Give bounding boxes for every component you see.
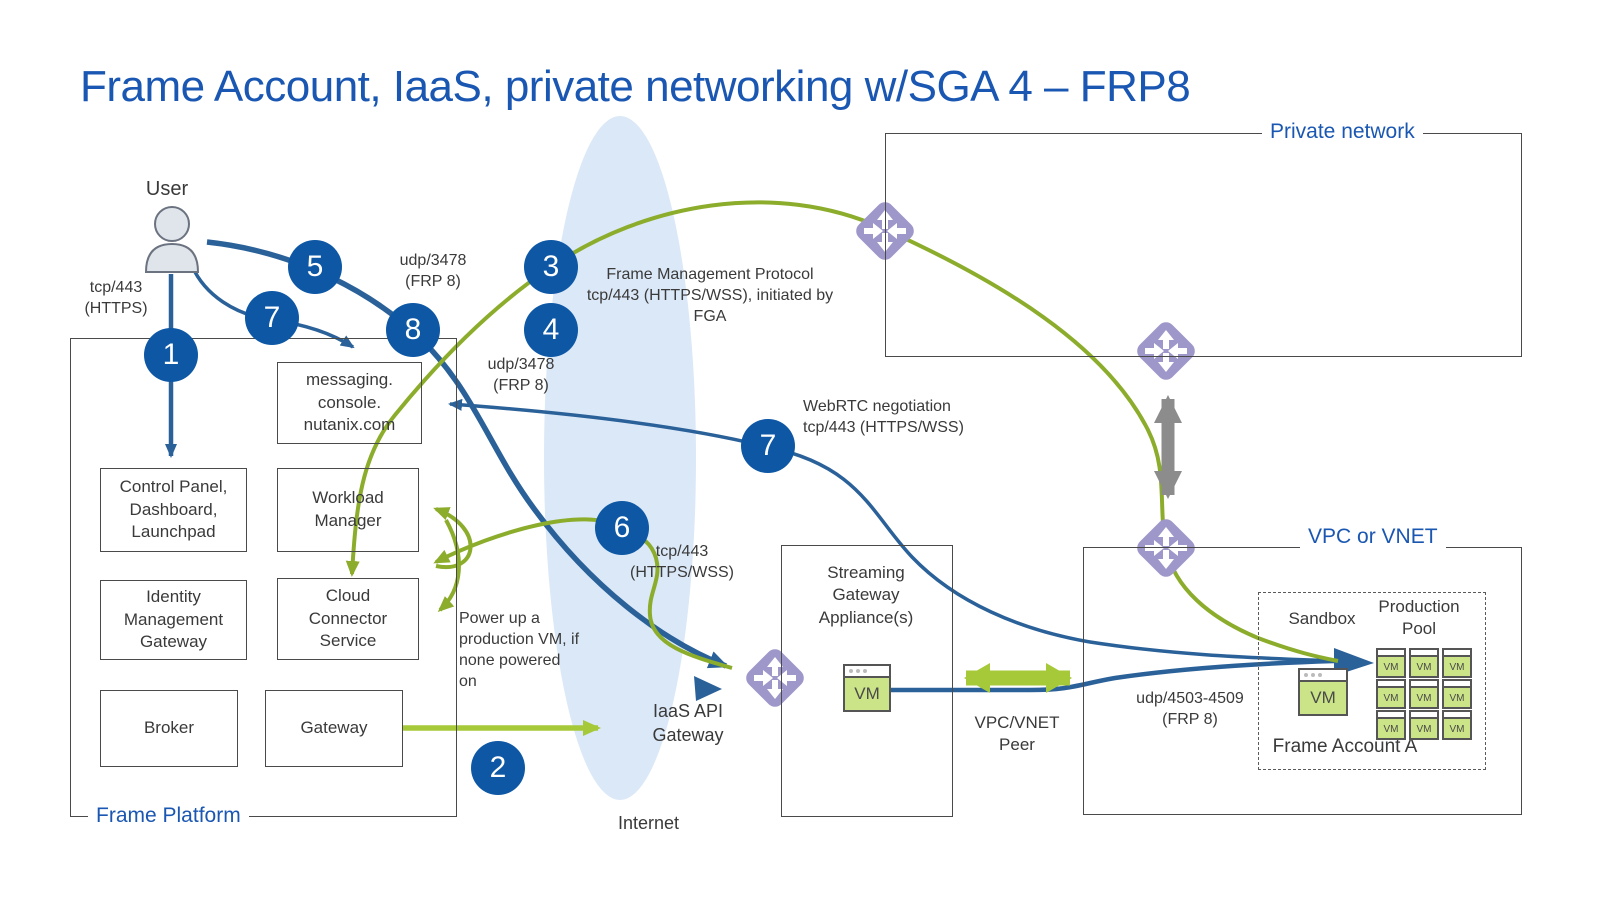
streaming-gateway-box xyxy=(781,545,953,817)
window-dots xyxy=(1304,673,1308,677)
udp4503-label: udp/4503-4509 (FRP 8) xyxy=(1136,690,1244,729)
window-bar xyxy=(1300,670,1346,682)
edge-secondary-arrowhead xyxy=(694,676,722,701)
step-badge-1: 1 xyxy=(144,328,198,382)
step-badge-7b: 7 xyxy=(741,419,795,473)
user-icon xyxy=(144,206,200,273)
private-network-label: Private network xyxy=(1262,118,1423,146)
step-badge-8: 8 xyxy=(386,303,440,357)
step-badge-4: 4 xyxy=(524,303,578,357)
edge-webrtc-negotiation xyxy=(448,398,1335,663)
step-badge-3: 3 xyxy=(524,240,578,294)
webrtc-label: WebRTC negotiation tcp/443 (HTTPS/WSS) xyxy=(803,398,964,437)
fmp-label: Frame Management Protocol tcp/443 (HTTPS… xyxy=(586,266,834,326)
page-title: Frame Account, IaaS, private networking … xyxy=(80,62,1191,111)
edge-loop-ccs xyxy=(437,519,461,613)
pool-vm-icon: VM xyxy=(1442,679,1472,709)
step-badge-2: 2 xyxy=(471,741,525,795)
pool-vm-icon: VM xyxy=(1442,710,1472,740)
pool-vm-icon: VM xyxy=(1409,710,1439,740)
edge-fga-fmp xyxy=(345,200,1339,663)
node-control-panel: Control Panel, Dashboard, Launchpad xyxy=(100,468,247,552)
power-up-label: Power up a production VM, if none powere… xyxy=(459,610,580,691)
node-workload-manager: Workload Manager xyxy=(277,468,419,552)
tcp443-https-label: tcp/443 (HTTPS) xyxy=(84,279,148,318)
sandbox-vm-icon: VM xyxy=(1298,668,1348,716)
frame-account-box xyxy=(1258,592,1486,770)
pool-vm-icon: VM xyxy=(1376,710,1406,740)
step-badge-6: 6 xyxy=(595,501,649,555)
edge-loop-workload xyxy=(433,507,473,570)
window-dots xyxy=(849,669,853,673)
udp3478-mid-label: udp/3478 (FRP 8) xyxy=(487,356,555,395)
node-identity-gateway: Identity Management Gateway xyxy=(100,580,247,660)
node-cloud-connector: Cloud Connector Service xyxy=(277,578,419,660)
pool-vm-icon: VM xyxy=(1376,679,1406,709)
window-bar xyxy=(845,666,889,678)
vpc-peer-label: VPC/VNET Peer xyxy=(974,713,1060,755)
private-network-box xyxy=(885,133,1522,357)
internet-ellipse xyxy=(544,116,696,800)
frame-platform-label: Frame Platform xyxy=(88,802,249,830)
user-label: User xyxy=(145,178,189,200)
pool-vm-icon: VM xyxy=(1409,679,1439,709)
sga-vm-icon: VM xyxy=(843,664,891,712)
edge-ccs-iaas xyxy=(433,517,733,670)
frame-account-label: Frame Account A xyxy=(1272,736,1418,757)
node-broker: Broker xyxy=(100,690,238,767)
pool-vm-icon: VM xyxy=(1409,648,1439,678)
internet-label: Internet xyxy=(618,813,680,833)
pool-vm-icon: VM xyxy=(1376,648,1406,678)
vpc-vnet-label: VPC or VNET xyxy=(1300,523,1446,551)
tcp443-wss-label: tcp/443 (HTTPS/WSS) xyxy=(630,543,734,582)
udp3478-top-label: udp/3478 (FRP 8) xyxy=(399,252,467,291)
node-gateway: Gateway xyxy=(265,690,403,767)
streaming-gateway-label: Streaming Gateway Appliance(s) xyxy=(818,563,914,627)
pool-vm-icon: VM xyxy=(1442,648,1472,678)
node-messaging: messaging. console. nutanix.com xyxy=(277,362,422,444)
step-badge-7a: 7 xyxy=(245,291,299,345)
sandbox-label: Sandbox xyxy=(1288,609,1356,628)
iaas-api-gateway-label: IaaS API Gateway xyxy=(652,701,724,745)
production-pool-label: Production Pool xyxy=(1378,597,1460,639)
step-badge-5: 5 xyxy=(288,240,342,294)
